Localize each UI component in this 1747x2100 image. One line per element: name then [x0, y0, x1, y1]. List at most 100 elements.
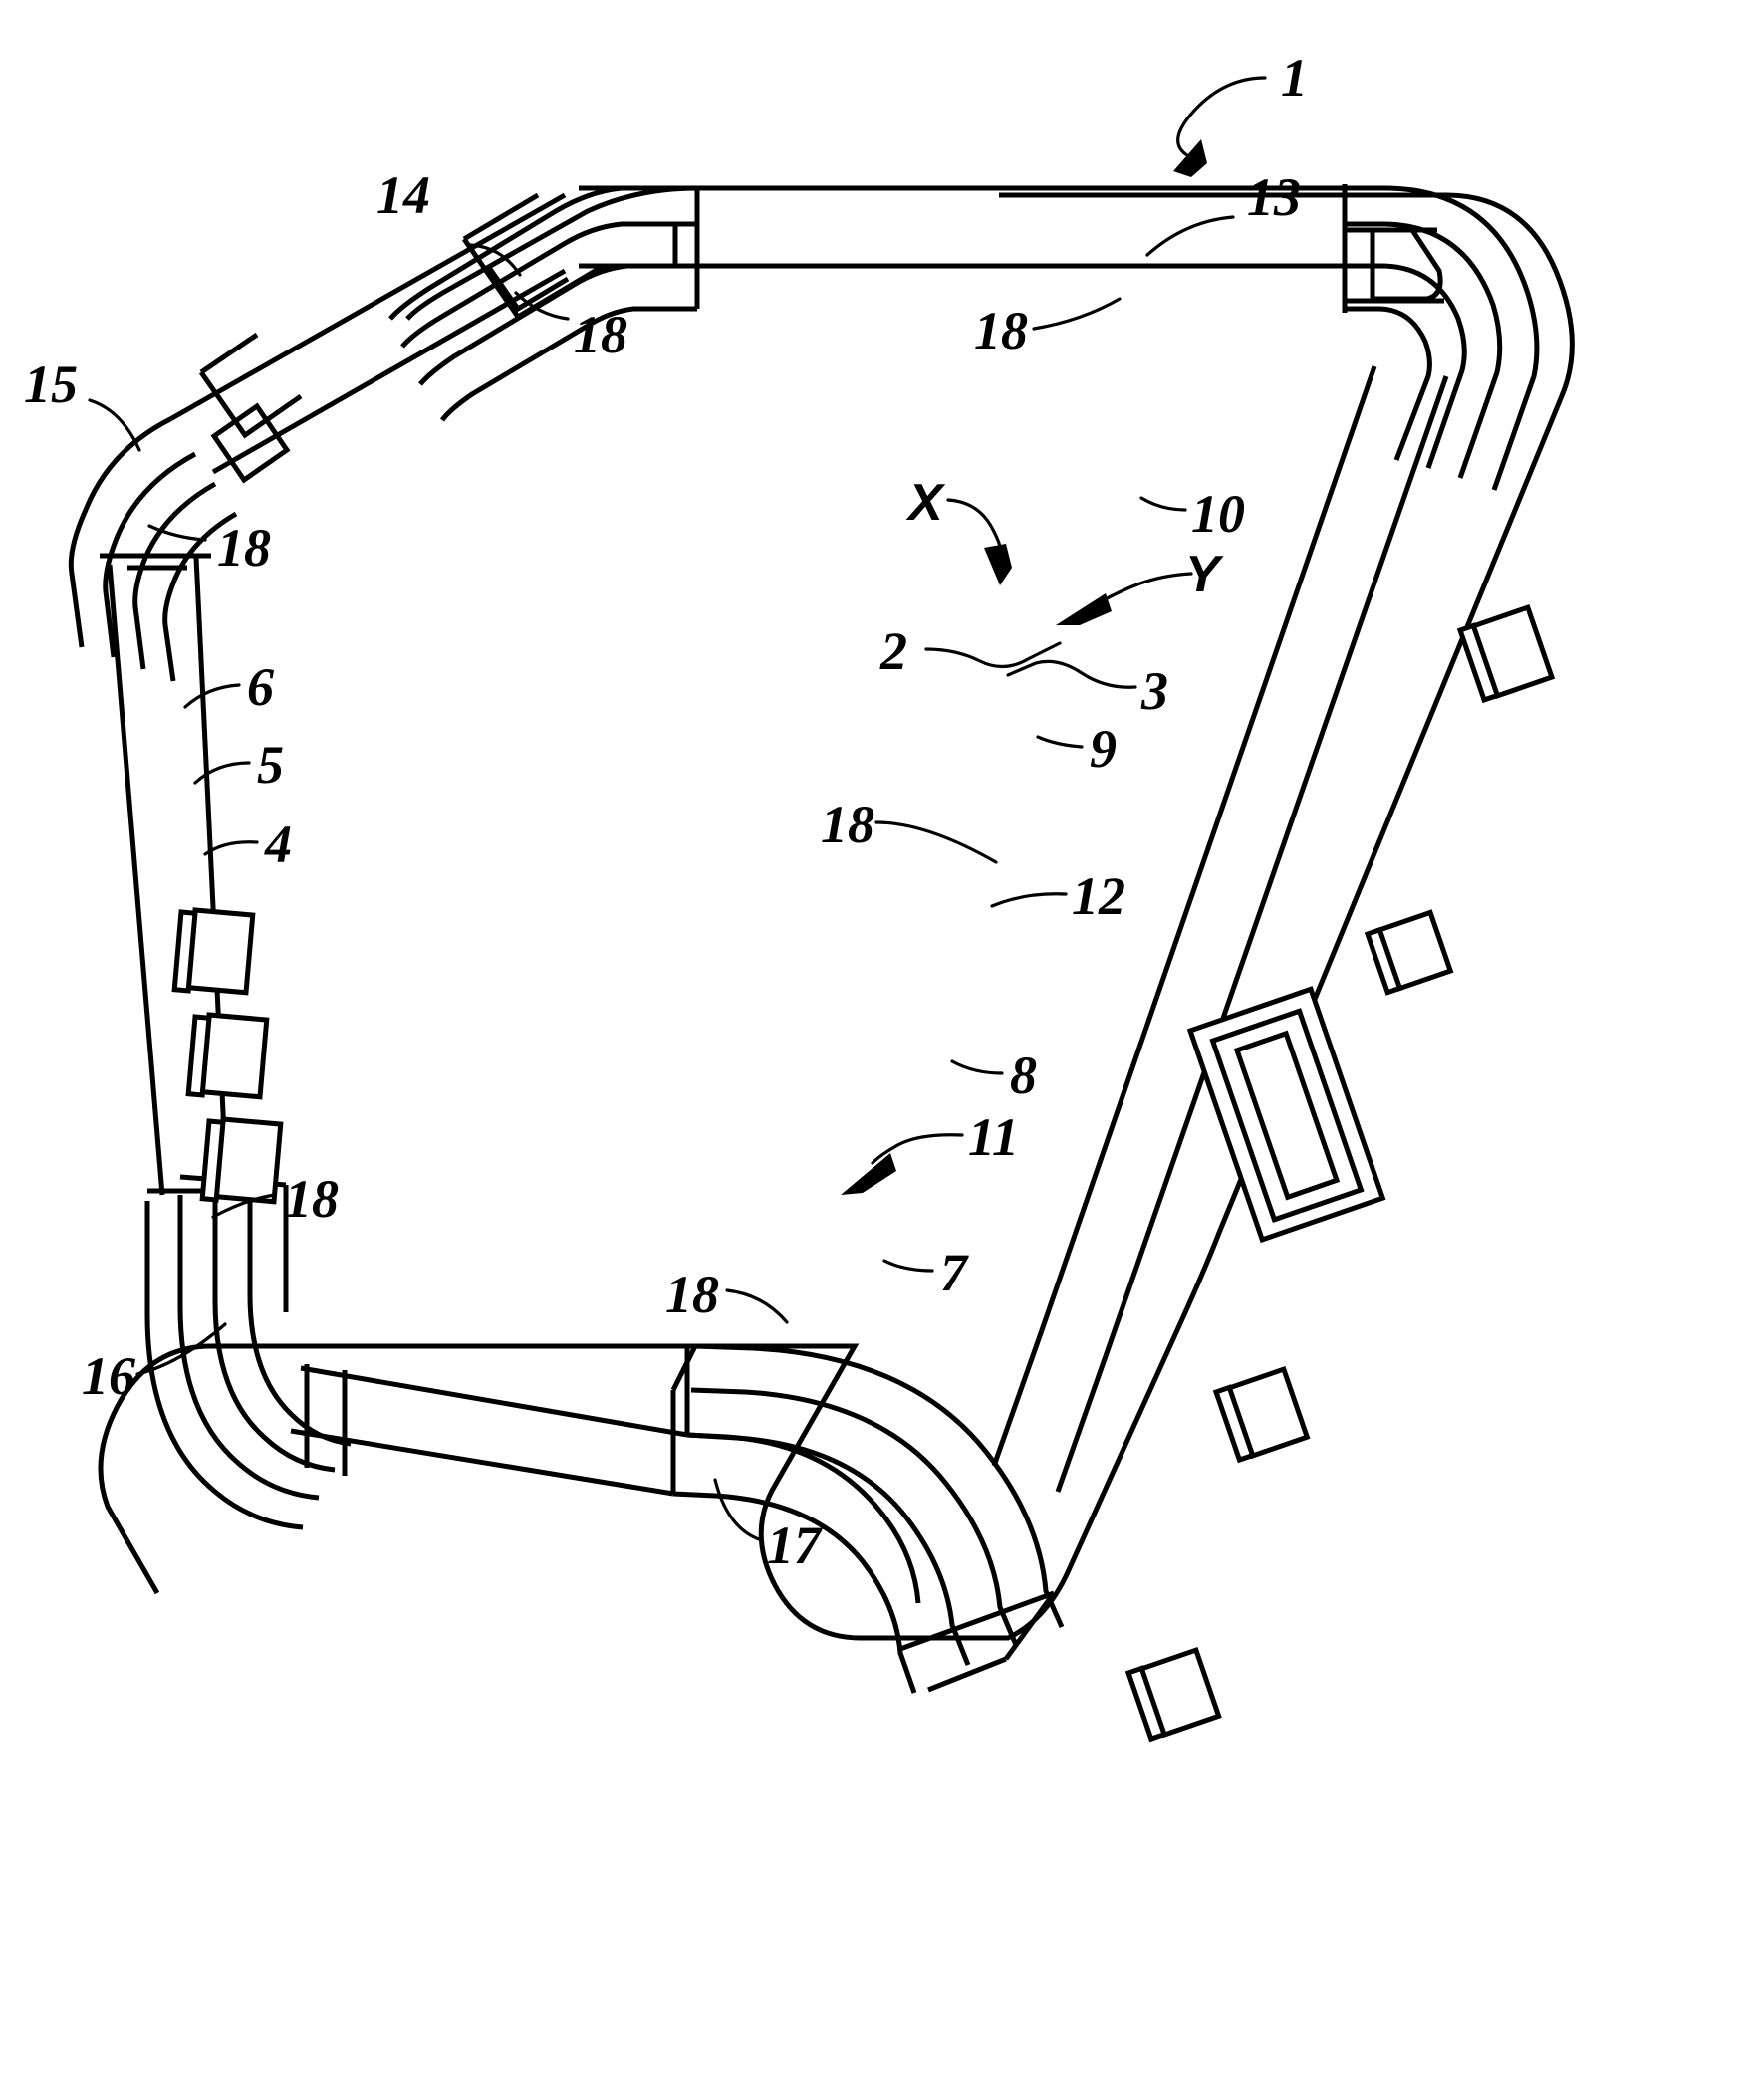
callout-label-3: 3	[1140, 661, 1168, 721]
corner-15-o1	[68, 416, 172, 648]
frame-left-outer	[107, 564, 165, 1196]
component-8-flange	[1212, 1384, 1256, 1464]
frame-upperleft-outer	[168, 192, 567, 422]
corner-13	[1342, 184, 1540, 491]
component-5-flange	[185, 1014, 212, 1098]
arrowhead-11	[841, 1153, 896, 1195]
callout-label-16: 16	[82, 1346, 135, 1406]
corner-15-o4	[162, 511, 238, 682]
callout-label-11: 11	[968, 1107, 1019, 1167]
corner-17	[670, 1343, 1065, 1694]
corner-16-o3	[177, 1195, 320, 1501]
component-12[interactable]	[1186, 986, 1386, 1244]
corner-14-plate-edge	[516, 264, 604, 320]
callout-label-10: 10	[1191, 484, 1245, 544]
corner-17-o1	[672, 1491, 917, 1694]
frame-bottom-inner	[290, 1428, 674, 1497]
corner-13-inner2	[1345, 306, 1432, 461]
callout-label-2: 2	[879, 621, 907, 681]
corner-13-outer	[1345, 185, 1540, 491]
corner-14	[388, 185, 700, 422]
callout-label-18e: 18	[285, 1169, 339, 1229]
component-7-flange	[1124, 1665, 1168, 1743]
corner-16-o1	[247, 1191, 352, 1447]
component-7[interactable]	[1124, 1646, 1222, 1743]
corner-14-bracket-inner	[675, 221, 697, 269]
leader-18e	[211, 1193, 277, 1219]
component-6-body[interactable]	[185, 907, 256, 996]
corner-14-plate-outer	[461, 237, 521, 319]
leader-18a	[514, 291, 570, 321]
leader-1	[1176, 76, 1267, 157]
callout-label-y: Y	[1185, 546, 1224, 603]
callout-label-13: 13	[1247, 167, 1301, 227]
component-10[interactable]	[1456, 603, 1556, 704]
frame-right-inner	[1039, 365, 1377, 1331]
corner-17-vplate2	[899, 1590, 1055, 1652]
callout-label-15: 15	[24, 354, 78, 414]
corner-15-plate	[198, 370, 303, 439]
corner-15-channel	[210, 402, 291, 484]
leader-6	[183, 683, 241, 709]
leader-13	[1145, 215, 1235, 257]
leader-18c	[147, 524, 207, 542]
leader-9	[1036, 735, 1084, 749]
component-12-inner	[1233, 1030, 1341, 1201]
component-6[interactable]	[171, 907, 256, 996]
corner-13-inner	[1345, 263, 1467, 469]
leader-18f	[725, 1288, 789, 1324]
callout-label-1: 1	[1281, 48, 1308, 108]
callout-label-7: 7	[940, 1243, 969, 1302]
frame-right-outer	[1103, 375, 1449, 1357]
corner-15	[68, 332, 303, 682]
component-9-flange	[1364, 926, 1403, 996]
leader-16	[135, 1322, 227, 1376]
frame-right-outer-2	[1055, 1355, 1109, 1493]
leader-3	[1006, 659, 1137, 689]
callout-label-x: X	[905, 474, 946, 532]
callout-label-17: 17	[767, 1516, 823, 1575]
frame-right-inner-2	[991, 1329, 1045, 1467]
arrowhead-1	[1173, 139, 1207, 177]
component-8[interactable]	[1212, 1365, 1311, 1464]
component-4-flange	[199, 1118, 226, 1203]
leaders-group	[88, 76, 1267, 1541]
leader-8	[950, 1059, 1004, 1075]
corner-17-channel	[686, 1432, 921, 1604]
leader-18d	[874, 820, 998, 864]
frame-left-inner	[193, 557, 230, 1196]
component-4-body[interactable]	[213, 1116, 284, 1205]
callout-label-5: 5	[257, 735, 284, 795]
component-5[interactable]	[185, 1012, 270, 1100]
corner-14-l1	[388, 185, 697, 321]
corner-17-plate3	[670, 1344, 698, 1392]
reference-numerals: 1 13 14 15 16 17 18 18 18 18 18 18 2 3 4…	[24, 48, 1308, 1575]
corner-15-plate2	[199, 332, 259, 375]
corner-14-l2	[400, 221, 697, 349]
callout-label-18a: 18	[574, 305, 627, 364]
corner-16-o2	[212, 1191, 336, 1473]
corner-17-vplate	[927, 1656, 1007, 1693]
corner-14-plate-outer2	[462, 192, 540, 242]
component-5-body[interactable]	[199, 1012, 270, 1100]
corner-16-o4	[144, 1201, 304, 1530]
corner-14-l4	[439, 306, 697, 422]
components-group	[171, 603, 1556, 1743]
callout-label-14: 14	[376, 165, 430, 225]
callout-label-18f: 18	[665, 1265, 719, 1324]
callout-label-18d: 18	[821, 795, 874, 854]
component-9[interactable]	[1364, 909, 1454, 996]
arrowhead-y	[1056, 593, 1112, 625]
component-4[interactable]	[199, 1116, 284, 1205]
callout-label-12: 12	[1072, 866, 1125, 926]
arrowhead-x	[984, 544, 1012, 585]
leader-12	[990, 892, 1068, 908]
frame-bottom-outer	[300, 1365, 688, 1438]
leader-2	[924, 641, 1062, 669]
corner-14-plate-inner	[487, 267, 570, 313]
leader-14	[468, 243, 522, 277]
leader-10	[1139, 496, 1187, 512]
frame-upperleft-inner	[211, 268, 567, 475]
